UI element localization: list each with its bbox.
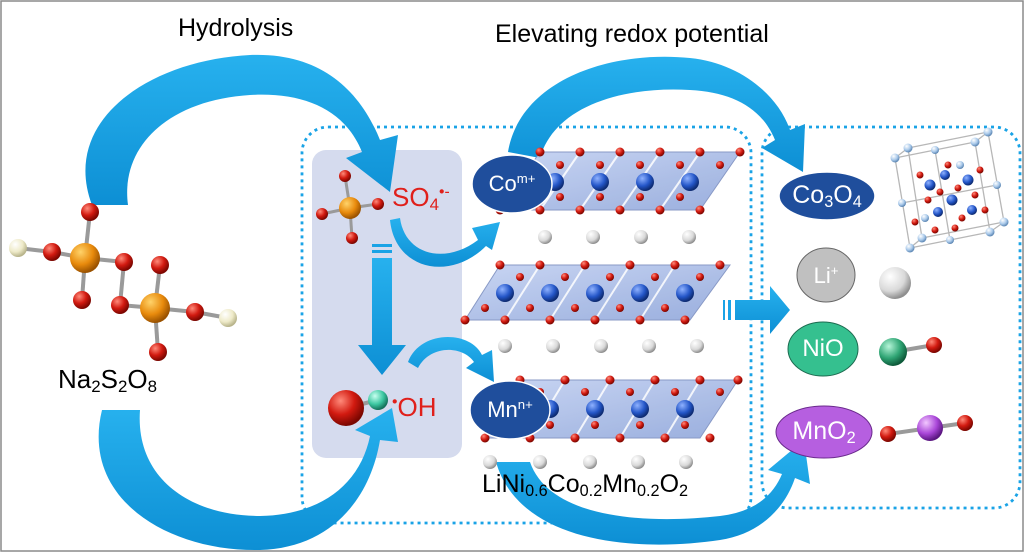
cathode-formula: LiNi0.6Co0.2Mn0.2O2	[482, 470, 689, 501]
mno2-label: MnO2	[792, 417, 856, 448]
arrow-tail-stripe	[372, 250, 392, 253]
precursor-formula: Na2S2O8	[58, 364, 158, 397]
arrow-tail-stripe	[723, 300, 725, 320]
lithium-row	[498, 339, 704, 353]
manganese-ion-oval	[469, 380, 551, 440]
mn-to-mno2-arrow	[496, 440, 810, 545]
co3o4-oval	[778, 171, 876, 221]
spinel-cube-model	[890, 127, 1009, 253]
lithium-ion-label: Li+	[813, 262, 839, 288]
manganese-ion-label: Mnn+	[487, 396, 533, 422]
lower-curved-arrow	[98, 408, 398, 551]
mno2-molecule	[880, 415, 973, 442]
structure-to-products-arrow	[735, 286, 790, 334]
nio-oval	[787, 321, 859, 377]
hydroxyl-radical-molecule	[328, 390, 388, 426]
sulfate-radical-label: SO4•-	[392, 182, 450, 215]
elevating-redox-label: Elevating redox potential	[495, 20, 769, 48]
nio-molecule	[879, 337, 942, 366]
co3o4-label: Co3O4	[792, 181, 862, 212]
mno2-oval	[775, 405, 873, 459]
elevating-arrow	[508, 56, 805, 172]
lithium-ion-oval	[796, 247, 856, 303]
lithium-row	[538, 230, 696, 244]
sulfate-to-cobalt-arrow	[390, 218, 500, 267]
transition-metal-layer	[495, 147, 745, 215]
hydrolysis-label: Hydrolysis	[178, 14, 294, 42]
arrow-tail-stripe	[728, 300, 731, 320]
cobalt-ion-oval	[471, 154, 553, 214]
lithium-row	[483, 455, 693, 469]
layered-cathode-structure	[460, 147, 745, 469]
sulfate-radical-molecule	[316, 170, 384, 244]
cobalt-ion-label: Com+	[488, 170, 536, 196]
hydrolysis-arrow	[85, 54, 398, 205]
transition-metal-layer	[480, 375, 743, 443]
hydroxyl-to-manganese-arrow	[408, 337, 494, 382]
persulfate-molecule	[9, 203, 237, 361]
nio-label: NiO	[802, 335, 844, 362]
hydroxyl-radical-label: •OH	[392, 392, 437, 422]
arrow-tail-stripe	[372, 244, 392, 247]
transition-metal-layer	[460, 260, 731, 325]
lithium-atom	[879, 267, 911, 299]
sulfate-to-hydroxyl-arrow	[358, 258, 406, 375]
